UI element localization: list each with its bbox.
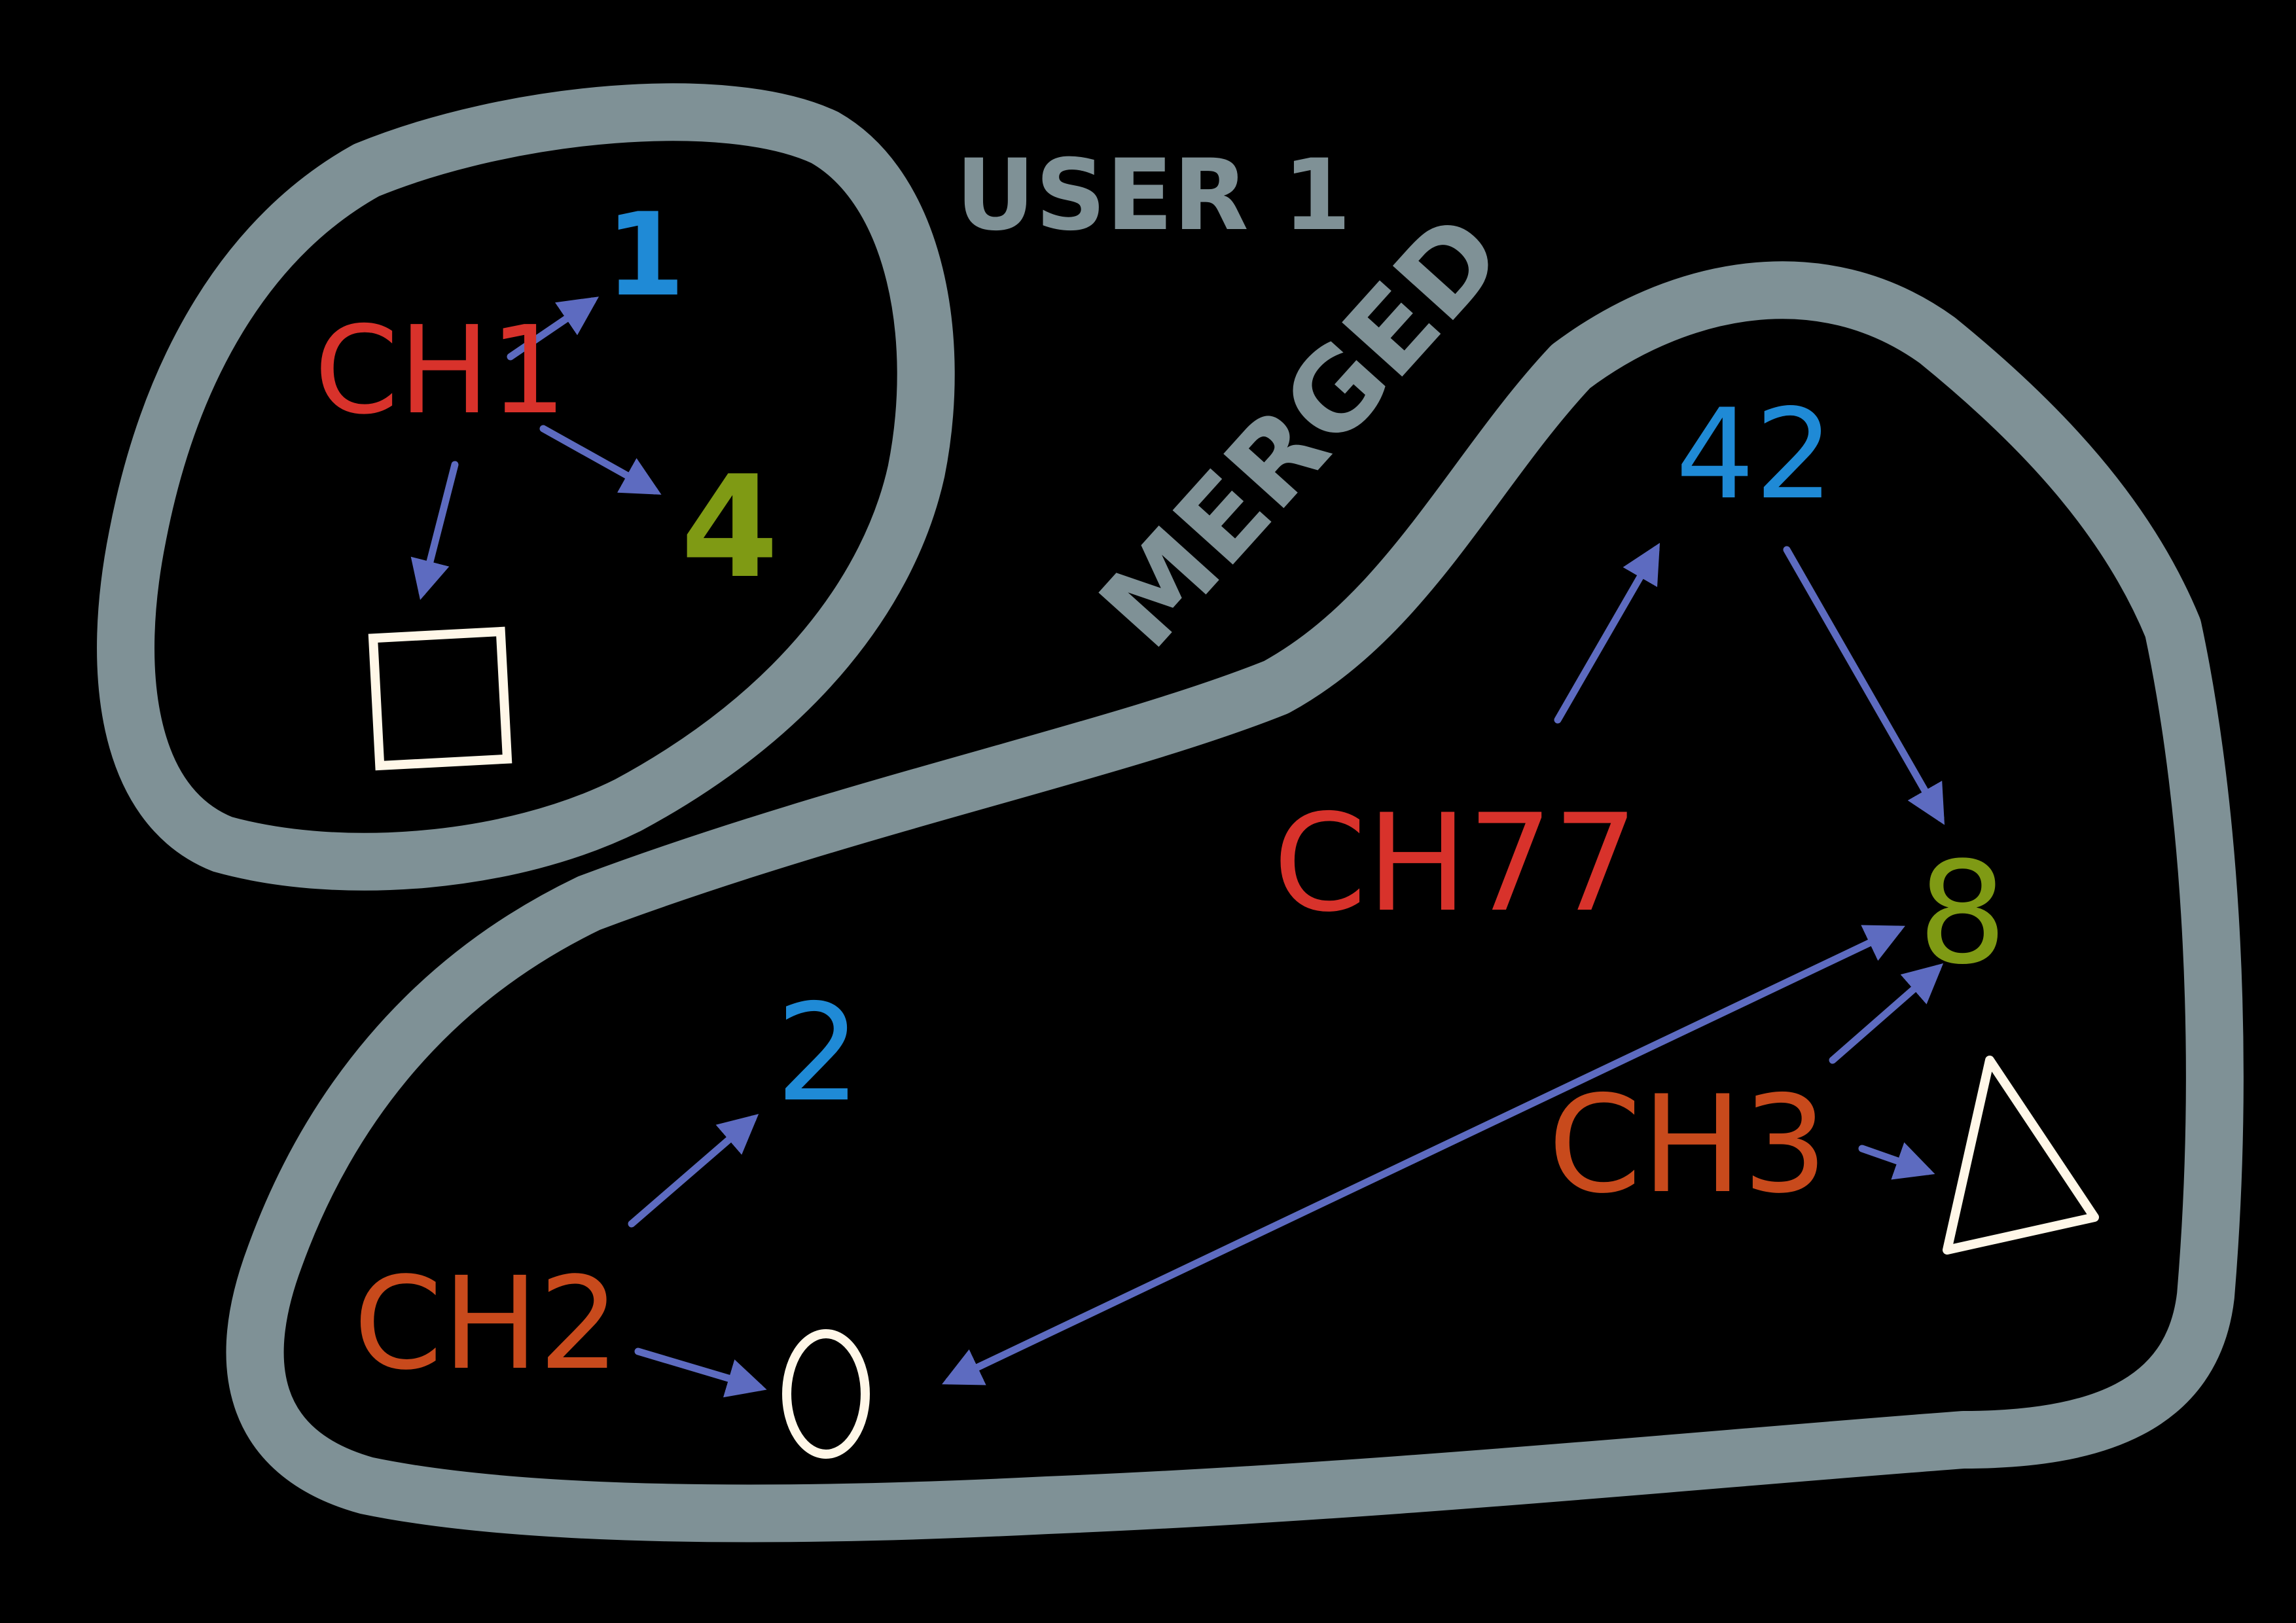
arrow-ch3-to-triangle <box>1858 1142 1935 1180</box>
circle-shape <box>782 1329 870 1459</box>
merged-region-outline <box>226 261 2244 1543</box>
ch2-label: CH2 <box>353 1249 620 1398</box>
value-1-label: 1 <box>605 189 685 322</box>
arrow-ch77-to-42 <box>1554 543 1660 724</box>
value-2-label: 2 <box>776 976 861 1132</box>
arrow-ch1-to-4 <box>539 425 662 495</box>
arrow-ch2-to-2 <box>628 1114 759 1228</box>
value-42-label: 42 <box>1676 382 1834 527</box>
arrow-8-to-circle <box>942 925 1905 1385</box>
ch77-label: CH77 <box>1273 786 1638 942</box>
ch3-label: CH3 <box>1548 1067 1828 1223</box>
arrow-ch3-to-8 <box>1829 963 1944 1064</box>
user-region-outline <box>97 83 955 891</box>
arrow-42-to-8 <box>1783 546 1945 825</box>
ch1-label: CH1 <box>314 300 567 441</box>
value-8-label: 8 <box>1918 831 2007 995</box>
triangle-shape <box>1943 1056 2099 1255</box>
square-shape <box>368 626 512 771</box>
user-region-label: USER 1 <box>956 139 1351 253</box>
arrow-ch1-to-1 <box>507 296 600 361</box>
merged-region-label: MERGED <box>1075 190 1528 673</box>
value-4-label: 4 <box>681 445 779 609</box>
arrow-ch2-to-circle <box>634 1347 767 1398</box>
arrow-ch1-to-square <box>410 461 459 600</box>
